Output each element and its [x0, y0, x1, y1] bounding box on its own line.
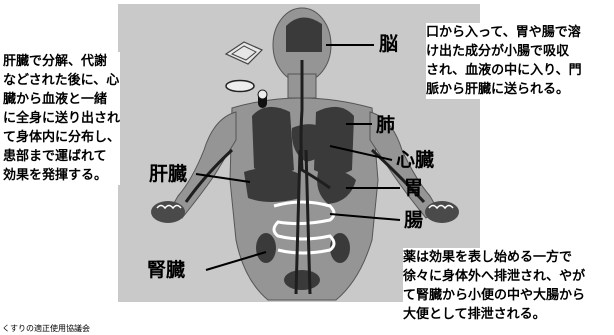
note-line: 徐々に身体外へ排泄され、やが — [403, 267, 585, 286]
label-kidney: 腎臓 — [147, 259, 185, 281]
note-excretion: 薬は効果を表し始める一方で 徐々に身体外へ排泄され、やが て腎臓から小便の中や大… — [403, 248, 585, 324]
note-liver-distribution: 肝臓で分解、代謝 などされた後に、心 臓から血液と一緒 に全身に送り出され て身… — [3, 52, 120, 185]
label-stomach: 胃 — [404, 177, 423, 199]
source-credit: くすりの適正使用協議会 — [2, 324, 90, 334]
note-line: 臓から血液と一緒 — [3, 90, 120, 109]
note-line: て腎臓から小便の中や大腸から — [403, 286, 585, 305]
note-absorption: 口から入って、胃や腸で溶 け出た成分が小腸で吸収 され、血液の中に入り、門 脈か… — [426, 23, 582, 99]
note-line: 薬は効果を表し始める一方で — [403, 248, 585, 267]
medicine-items — [226, 42, 267, 108]
label-heart: 心臓 — [396, 149, 434, 171]
note-line: などされた後に、心 — [3, 71, 120, 90]
label-intestine: 腸 — [404, 209, 423, 231]
note-line: 脈から肝臓に送られる。 — [426, 80, 582, 99]
note-line: 口から入って、胃や腸で溶 — [426, 23, 582, 42]
note-line: に全身に送り出され — [3, 109, 120, 128]
note-line: 大便として排泄される。 — [403, 305, 585, 324]
note-line: 患部まで運ばれて — [3, 147, 120, 166]
note-line: され、血液の中に入り、門 — [426, 61, 582, 80]
note-line: 効果を発揮する。 — [3, 166, 120, 185]
note-line: て身体内に分布し、 — [3, 128, 120, 147]
note-line: 肝臓で分解、代謝 — [3, 52, 120, 71]
note-line: け出た成分が小腸で吸収 — [426, 42, 582, 61]
label-liver: 肝臓 — [149, 163, 187, 185]
label-brain: 脳 — [379, 33, 398, 55]
label-lungs: 肺 — [376, 114, 395, 136]
